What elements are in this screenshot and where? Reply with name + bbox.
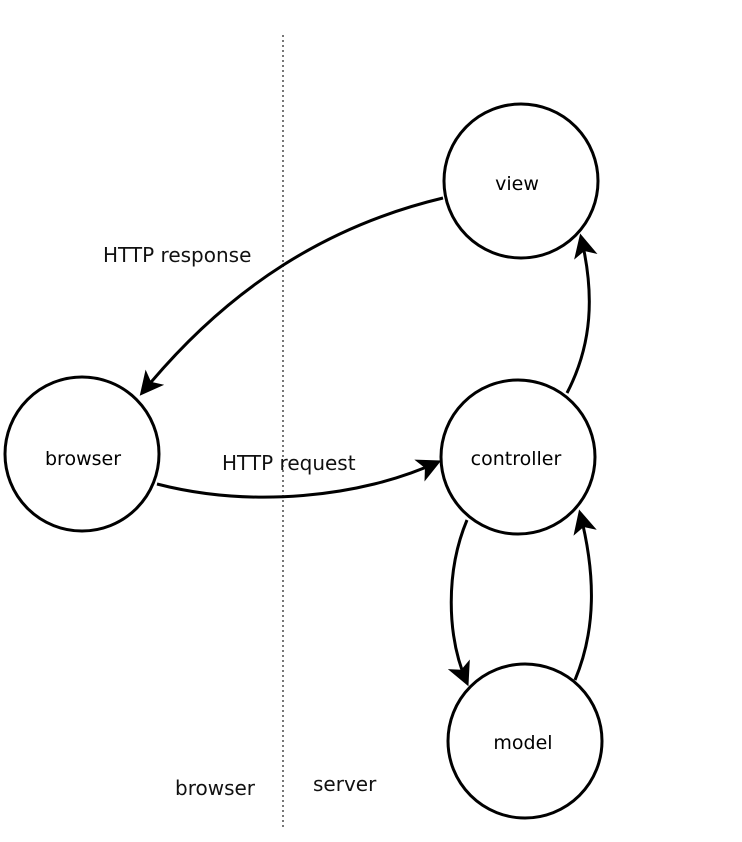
controller-node-circle [439,378,597,536]
http-request-label: HTTP request [222,451,356,475]
browser-node: browser [3,375,161,533]
controller-node-label: controller [471,448,562,470]
edge-controller-to-view [565,233,598,394]
edge-model-to-controller [573,509,597,681]
browser-node-label: browser [45,448,121,470]
view-node-label: view [495,173,539,195]
model-node-label: model [493,732,552,754]
http-response-label: HTTP response [103,243,251,267]
edge-controller-to-model [447,519,470,687]
server-zone-label: server [313,772,377,796]
model-node: model [446,662,604,820]
edge-browser-to-controller [156,459,442,499]
edge-view-to-browser [139,196,444,396]
browser-node-circle [3,375,161,533]
view-node-circle [442,102,600,260]
view-node: view [442,102,600,260]
controller-node: controller [439,378,597,536]
model-node-circle [446,662,604,820]
browser-zone-label: browser [175,776,256,800]
